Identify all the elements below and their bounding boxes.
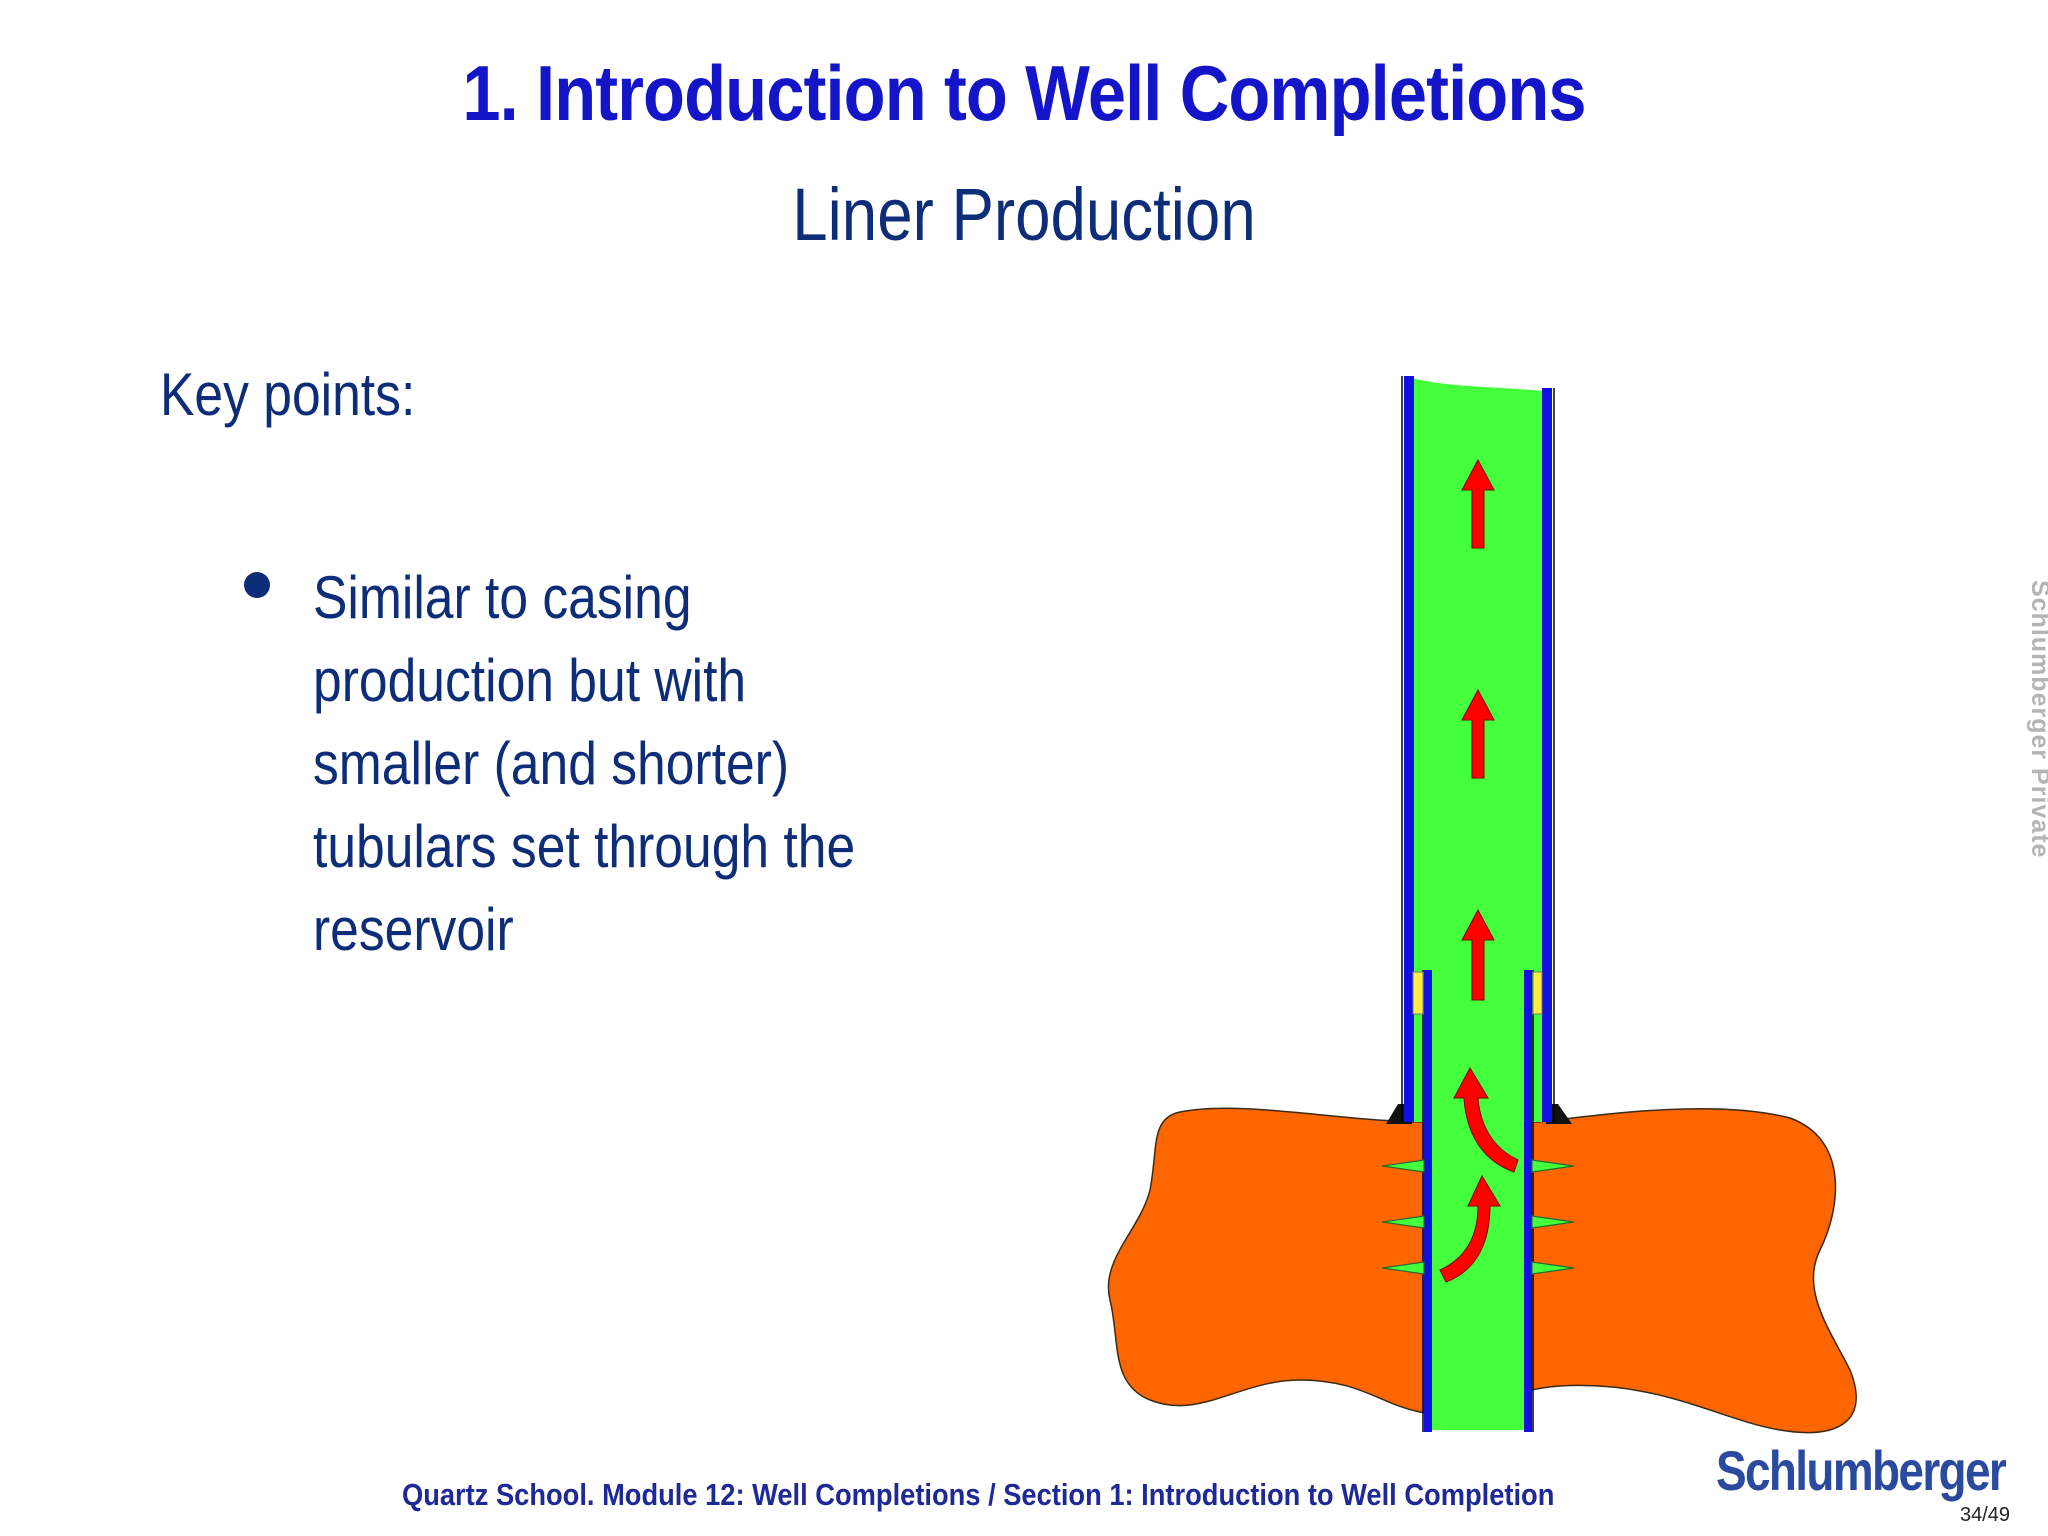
liner-wall-right: [1524, 970, 1532, 1432]
page-number: 34/49: [1960, 1504, 2011, 1526]
bullet-icon: [244, 572, 270, 598]
packer-right: [1532, 971, 1543, 1015]
schlumberger-logo: Schlumberger: [1716, 1439, 2007, 1502]
footer-text: Quartz School. Module 12: Well Completio…: [402, 1477, 1555, 1512]
flow-arrow-up: [1461, 908, 1495, 1001]
flow-arrow-curved: [1453, 1066, 1519, 1173]
cement-right: [1546, 1104, 1572, 1124]
key-points-heading: Key points:: [160, 361, 416, 428]
liner-wall-left: [1424, 970, 1432, 1432]
bullet-line: tubulars set through the: [313, 813, 856, 880]
bullet-line: Similar to casing: [313, 564, 692, 631]
casing-wall-right: [1542, 388, 1552, 1122]
perforation-right: [1531, 1159, 1575, 1173]
bullet-line: reservoir: [313, 896, 514, 963]
packer-left: [1412, 971, 1424, 1015]
casing-wall-left: [1404, 376, 1414, 1122]
perforation-left: [1381, 1261, 1425, 1275]
flow-arrow-up: [1461, 458, 1495, 549]
flow-arrow-up: [1461, 688, 1495, 779]
flow-arrows: [1439, 458, 1519, 1283]
bullet-text: Similar to casing production but with sm…: [313, 556, 967, 971]
bullet-line: production but with: [313, 647, 747, 714]
flow-arrow-curved: [1439, 1174, 1501, 1283]
perforation-right: [1531, 1261, 1575, 1275]
perforation-right: [1531, 1215, 1575, 1229]
perforation-left: [1381, 1215, 1425, 1229]
slide-subtitle: Liner Production: [792, 173, 1256, 256]
bullet-line: smaller (and shorter): [313, 730, 790, 797]
perforations: [1381, 1159, 1575, 1275]
watermark: Schlumberger Private: [2026, 580, 2048, 859]
slide-title: 1. Introduction to Well Completions: [462, 49, 1586, 137]
perforation-left: [1381, 1159, 1425, 1173]
